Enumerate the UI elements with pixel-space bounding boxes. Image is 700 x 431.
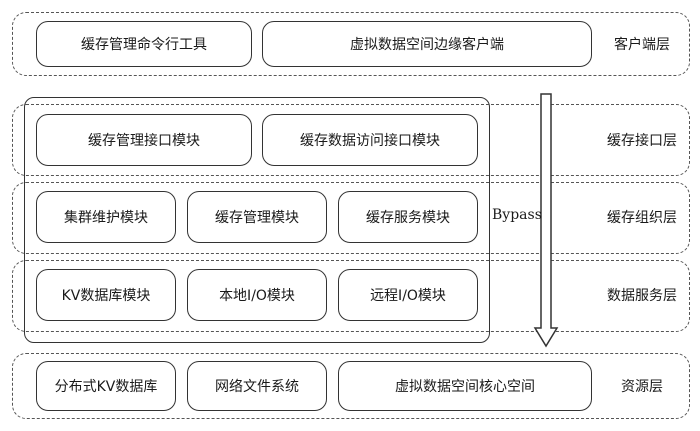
cluster-maintenance-box: 集群维护模块 — [36, 191, 176, 243]
cache-management-box: 缓存管理模块 — [187, 191, 327, 243]
cache-organization-layer — [12, 182, 690, 254]
client-layer — [12, 12, 690, 76]
cache-system-frame — [24, 97, 490, 343]
cache-cli-tool-box: 缓存管理命令行工具 — [36, 21, 252, 67]
data-service-layer-label: 数据服务层 — [607, 288, 677, 304]
resource-layer — [12, 353, 690, 419]
cache-service-box: 缓存服务模块 — [338, 191, 478, 243]
cache-interface-layer — [12, 104, 690, 176]
cache-data-access-interface-box: 缓存数据访问接口模块 — [262, 114, 478, 166]
data-service-layer — [12, 260, 690, 332]
cache-interface-layer-label: 缓存接口层 — [607, 133, 677, 149]
local-io-module-box: 本地I/O模块 — [187, 269, 327, 321]
cache-organization-layer-label: 缓存组织层 — [607, 210, 677, 226]
bypass-label: Bypass — [492, 207, 542, 223]
edge-client-box: 虚拟数据空间边缘客户端 — [262, 21, 592, 67]
distributed-kv-db-box: 分布式KV数据库 — [36, 361, 176, 411]
vds-core-space-box: 虚拟数据空间核心空间 — [338, 361, 592, 411]
resource-layer-label: 资源层 — [621, 379, 663, 395]
cache-mgmt-interface-box: 缓存管理接口模块 — [36, 114, 252, 166]
client-layer-label: 客户端层 — [614, 37, 670, 53]
network-file-system-box: 网络文件系统 — [187, 361, 327, 411]
remote-io-module-box: 远程I/O模块 — [338, 269, 478, 321]
kv-database-module-box: KV数据库模块 — [36, 269, 176, 321]
